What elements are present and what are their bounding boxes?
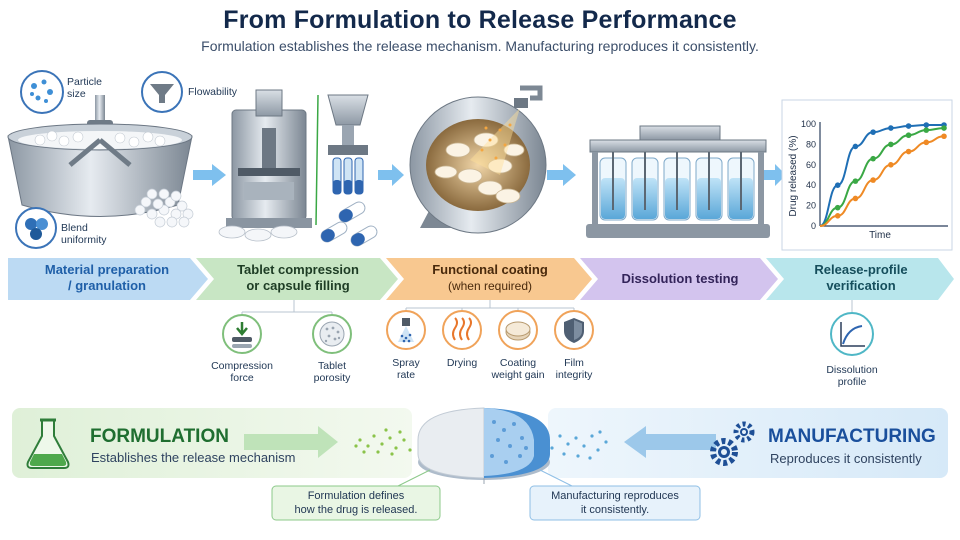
chart-point-series-2	[834, 204, 841, 211]
drying-label: Drying	[446, 357, 478, 369]
manufacturing-title: MANUFACTURING	[768, 426, 936, 447]
chart-point-series-3	[834, 213, 841, 219]
drying-icon	[442, 310, 482, 350]
page-title: From Formulation to Release Performance	[223, 6, 737, 34]
formulation-subtitle: Establishes the release mechanism	[91, 450, 296, 465]
chart-x-axis-label: Time	[869, 230, 891, 241]
split-tablet-illustration	[417, 407, 550, 484]
stage-label-dissolution-testing: Dissolution testing	[621, 271, 739, 286]
formulation-title: FORMULATION	[90, 426, 229, 447]
formulation-panel	[12, 408, 412, 478]
dissolution-profile-icon	[830, 300, 874, 356]
blend-uniformity-icon	[15, 207, 57, 249]
tablet-porosity-icon	[312, 314, 352, 354]
chart-point-series-1	[888, 125, 894, 131]
chart-point-series-1	[852, 143, 859, 150]
chart-point-series-1	[923, 122, 930, 128]
compression-force-icon	[222, 314, 262, 354]
stage-2-arrow	[196, 258, 398, 300]
flowability-label: Flowability	[188, 86, 238, 98]
chart-point-series-3	[923, 139, 930, 146]
stage-label-material-preparation: Material preparation/ granulation	[44, 262, 170, 293]
manufacturing-panel	[548, 408, 948, 478]
chart-y-tick-label: 80	[806, 139, 816, 149]
coating-pan-illustration	[409, 85, 547, 234]
stage-ribbon	[8, 258, 954, 300]
chart-y-tick-label: 100	[801, 119, 816, 129]
chart-y-tick-label: 40	[806, 180, 816, 190]
formulation-arrow	[244, 426, 338, 458]
chart-point-series-3	[870, 177, 876, 183]
chart-point-series-2	[852, 178, 859, 184]
chart-point-series-3	[905, 148, 912, 155]
chart-y-axis-label: Drug released (%)	[788, 135, 799, 216]
chart-y-tick-label: 0	[811, 221, 816, 231]
stage-1-arrow	[8, 258, 208, 300]
chart-point-series-3	[941, 133, 947, 140]
chart-point-series-2	[923, 127, 930, 133]
manufacturing-subtitle: Reproduces it consistently	[770, 451, 922, 466]
tablet-press-illustration	[218, 89, 319, 242]
chart-point-series-1	[870, 129, 876, 135]
stage-4-arrow	[580, 258, 778, 300]
manufacturing-callout-box	[529, 485, 701, 521]
page-subtitle: Formulation establishes the release mech…	[201, 38, 759, 54]
chart-point-series-1	[834, 182, 841, 188]
particle-size-icon	[20, 70, 64, 114]
stage-5-arrow	[766, 258, 954, 300]
flask-icon	[26, 418, 70, 469]
spray-rate-icon	[386, 310, 426, 350]
manufacturing-particles	[550, 430, 608, 460]
film-integrity-icon	[554, 310, 594, 350]
chart-point-series-2	[941, 125, 947, 131]
manufacturing-arrow	[624, 426, 716, 458]
formulation-callout-box	[271, 485, 441, 521]
chart-y-tick-label: 60	[806, 160, 816, 170]
formulation-particles	[354, 428, 412, 456]
chart-point-series-2	[888, 141, 894, 148]
chart-point-series-1	[905, 123, 912, 129]
stage-label-functional-coating: Functional coating(when required)	[432, 262, 548, 293]
release-profile-chart: 0 20 40 60 80 100 Drug released (%) Time	[781, 99, 953, 251]
coating-weight-gain-icon	[498, 310, 538, 350]
capsule-filler-illustration	[320, 94, 378, 247]
chart-point-series-3	[888, 162, 894, 168]
stage-3-arrow	[386, 258, 592, 300]
chart-point-series-2	[870, 155, 876, 162]
chart-y-tick-label: 20	[806, 201, 816, 211]
mixing-bowl-illustration	[7, 95, 194, 228]
dissolution-apparatus-illustration	[586, 125, 770, 238]
gears-icon	[710, 421, 755, 466]
flow-arrows	[193, 164, 786, 186]
funnel-icon	[141, 71, 183, 113]
chart-point-series-3	[852, 195, 859, 202]
chart-point-series-2	[905, 132, 912, 139]
